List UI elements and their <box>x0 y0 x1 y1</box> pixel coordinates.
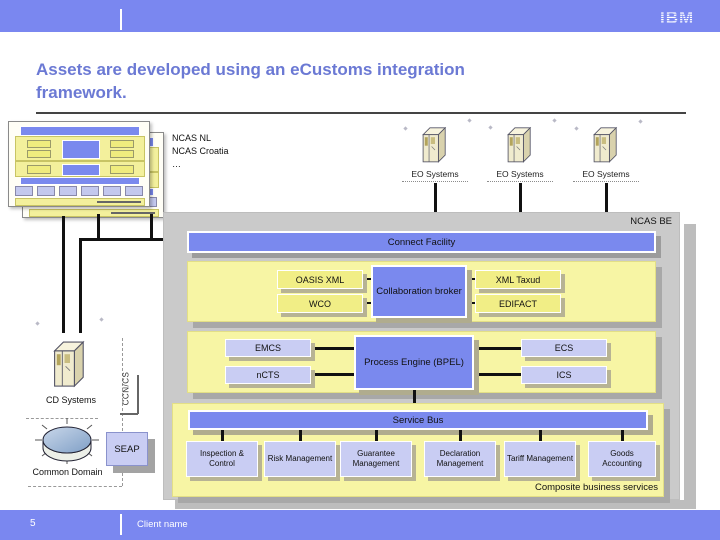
service-bus-bar: Service Bus <box>188 410 648 430</box>
title-rule <box>36 112 686 114</box>
top-banner-divider <box>120 9 122 30</box>
connector-bus-service-6 <box>621 430 624 441</box>
cd-systems-label: CD Systems <box>45 395 96 405</box>
connector-eo3-to-connectfacility <box>605 183 608 232</box>
ccn-bracket-vertical <box>137 375 139 414</box>
common-domain-label: Common Domain <box>32 467 103 477</box>
connector-broker-taxud <box>464 278 478 280</box>
seap-box: SEAP <box>106 432 148 466</box>
connector-engine-ics <box>474 373 521 376</box>
eo-systems-label: EO Systems <box>487 169 553 182</box>
ccn-label: CCN/CS <box>121 371 131 406</box>
ncas-stack-caption: NCAS NL NCAS Croatia … <box>172 132 229 171</box>
connector-engine-ecs <box>474 347 521 350</box>
footer-bar <box>0 510 720 540</box>
ics-box: ICS <box>521 366 607 384</box>
footer-divider <box>120 514 122 535</box>
top-banner <box>0 0 720 32</box>
connector-bus-service-4 <box>459 430 462 441</box>
common-domain-dashed-bottom <box>28 486 122 487</box>
ncas-be-label: NCAS BE <box>630 216 672 227</box>
server-icon <box>507 126 532 163</box>
ncas-be-panel-shadow-right <box>684 224 696 508</box>
connector-wco-broker <box>360 302 374 304</box>
cd-systems-icon <box>53 340 85 388</box>
common-domain-dashed-top <box>26 418 98 419</box>
eo-systems-label: EO Systems <box>573 169 639 182</box>
process-engine-box: Process Engine (BPEL) <box>354 335 474 390</box>
wco-box: WCO <box>277 294 363 313</box>
server-icon <box>422 126 447 163</box>
ecs-box: ECS <box>521 339 607 357</box>
connector-bus-service-5 <box>539 430 542 441</box>
collaboration-broker-box: Collaboration broker <box>371 265 467 318</box>
sparkle-dot <box>552 118 557 123</box>
service-box-guarantee-management: Guarantee Management <box>340 441 412 477</box>
connector-thumb-stub-2 <box>150 214 153 240</box>
eo-systems-label: EO Systems <box>402 169 468 182</box>
ccn-dashed-line <box>122 338 123 486</box>
connector-thumb-to-cdsystems-1 <box>62 216 65 333</box>
ncas-slide-thumbnail-front <box>8 121 150 207</box>
ncas-stack-line: NCAS Croatia <box>172 146 229 156</box>
connector-broker-edifact <box>464 302 478 304</box>
page-title: Assets are developed using an eCustoms i… <box>36 58 676 104</box>
ncts-box: nCTS <box>225 366 311 384</box>
sparkle-dot <box>403 126 408 131</box>
sparkle-dot <box>35 321 40 326</box>
connector-bus-service-3 <box>375 430 378 441</box>
ncas-stack-line: NCAS NL <box>172 133 212 143</box>
service-box-declaration-management: Declaration Management <box>424 441 496 477</box>
common-domain-icon <box>35 418 99 464</box>
connector-bus-service-2 <box>299 430 302 441</box>
footer-client-name: Client name <box>137 519 188 530</box>
service-box-goods-accounting: Goods Accounting <box>588 441 656 477</box>
connector-ncts-engine <box>311 373 354 376</box>
server-icon <box>593 126 618 163</box>
connector-eo1-to-connectfacility <box>434 183 437 232</box>
ncas-be-panel-shadow-bottom <box>175 500 696 509</box>
page-title-line1: Assets are developed using an eCustoms i… <box>36 60 465 79</box>
connector-thumb-to-connectfacility <box>79 238 187 241</box>
page-title-line2: framework. <box>36 83 127 102</box>
ccn-bracket-horizontal <box>120 413 138 415</box>
composite-services-label: Composite business services <box>534 482 658 493</box>
sparkle-dot <box>467 118 472 123</box>
connect-facility-bar: Connect Facility <box>187 231 656 253</box>
ncas-stack-line: … <box>172 159 181 169</box>
connector-engine-servicebus <box>413 390 416 411</box>
ibm-logo-icon: IBM <box>660 8 695 25</box>
connector-bus-service-1 <box>221 430 224 441</box>
sparkle-dot <box>574 126 579 131</box>
sparkle-dot <box>488 125 493 130</box>
oasis-xml-box: OASIS XML <box>277 270 363 289</box>
sparkle-dot <box>99 317 104 322</box>
service-box-risk-management: Risk Management <box>264 441 336 477</box>
connector-oasis-broker <box>360 278 374 280</box>
page-number: 5 <box>30 518 36 529</box>
edifact-box: EDIFACT <box>475 294 561 313</box>
connector-eo2-to-connectfacility <box>519 183 522 232</box>
connector-thumb-to-cdsystems-2 <box>79 238 82 333</box>
connector-thumb-stub-1 <box>97 214 100 240</box>
emcs-box: EMCS <box>225 339 311 357</box>
connector-emcs-engine <box>311 347 354 350</box>
sparkle-dot <box>638 119 643 124</box>
service-box-inspection-control: Inspection & Control <box>186 441 258 477</box>
service-box-tariff-management: Tariff Management <box>504 441 576 477</box>
xml-taxud-box: XML Taxud <box>475 270 561 289</box>
